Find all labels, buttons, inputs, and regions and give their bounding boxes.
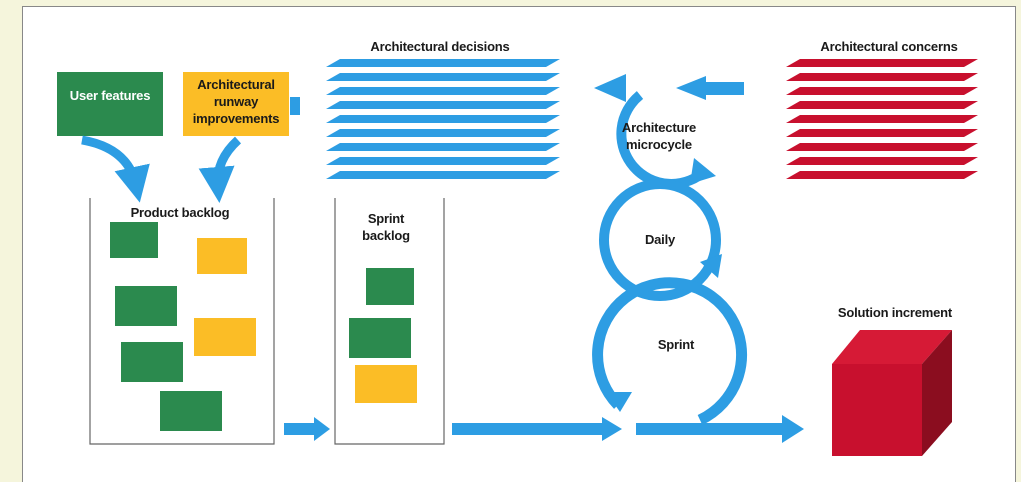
runway-card — [183, 72, 289, 136]
cube-top — [832, 330, 952, 364]
runway-label: Architectural runway improvements — [192, 77, 280, 126]
decision-layer — [326, 87, 560, 95]
backlog-card — [160, 391, 222, 431]
decision-layer — [326, 157, 560, 165]
backlog-card — [121, 342, 183, 382]
solution-increment-cube — [832, 330, 952, 456]
architectural-decisions-label: Architectural decisions — [370, 39, 510, 54]
concern-layer — [786, 115, 978, 123]
backlog-card — [194, 318, 256, 356]
flow-arrow-head — [314, 417, 330, 441]
solution-increment-label: Solution increment — [837, 305, 953, 320]
decision-layer — [326, 143, 560, 151]
decision-layer — [326, 129, 560, 137]
concerns-arrow-shaft — [706, 82, 744, 95]
daily-arrow-head — [700, 254, 722, 278]
runway-connector — [290, 97, 300, 115]
architecture-microcycle-label: Architecture microcycle — [621, 120, 697, 152]
backlog-card — [115, 286, 177, 326]
backlog-card — [197, 238, 247, 274]
decision-layer — [326, 73, 560, 81]
sprint-arrow-head — [606, 392, 632, 412]
concern-layer — [786, 157, 978, 165]
decision-layer — [326, 115, 560, 123]
runway-arrow — [198, 136, 242, 203]
sprint-backlog-container — [334, 198, 445, 445]
concern-layer — [786, 143, 978, 151]
flow-arrow-head — [782, 415, 804, 443]
sprint-card — [355, 365, 417, 403]
concern-layer — [786, 101, 978, 109]
sprint-card — [366, 268, 414, 305]
user-features-card — [57, 72, 163, 136]
concern-layer — [786, 129, 978, 137]
flow-arrow-shaft — [452, 423, 602, 435]
user-features-arrow — [81, 135, 150, 203]
sprint-label: Sprint — [657, 337, 695, 352]
cube-side — [922, 330, 952, 456]
flow-arrow-shaft — [636, 423, 782, 435]
daily-loop — [599, 179, 721, 301]
concern-layer — [786, 59, 978, 67]
sprint-loop — [592, 277, 748, 425]
microcycle-arrow-head — [594, 74, 626, 102]
daily-label: Daily — [644, 232, 676, 247]
concerns-arrow-head — [676, 76, 706, 100]
architectural-concerns-label: Architectural concerns — [820, 39, 958, 54]
sprint-backlog-label: Sprint backlog — [362, 211, 410, 243]
architectural-decisions-stack — [326, 59, 560, 179]
microcycle-return-head — [690, 158, 716, 184]
microcycle-loop — [616, 91, 710, 189]
concern-layer — [786, 87, 978, 95]
product-backlog-label: Product backlog — [130, 205, 230, 220]
sprint-card — [349, 318, 411, 358]
flow-arrow-head — [602, 417, 622, 441]
architectural-concerns-stack — [786, 59, 978, 179]
decision-layer — [326, 59, 560, 67]
concern-layer — [786, 73, 978, 81]
backlog-card — [110, 222, 158, 258]
flow-arrow-shaft — [284, 423, 314, 435]
decision-layer — [326, 171, 560, 179]
user-features-label: User features — [69, 88, 151, 103]
cube-front — [832, 364, 922, 456]
product-backlog-container — [89, 198, 275, 445]
concern-layer — [786, 171, 978, 179]
decision-layer — [326, 101, 560, 109]
